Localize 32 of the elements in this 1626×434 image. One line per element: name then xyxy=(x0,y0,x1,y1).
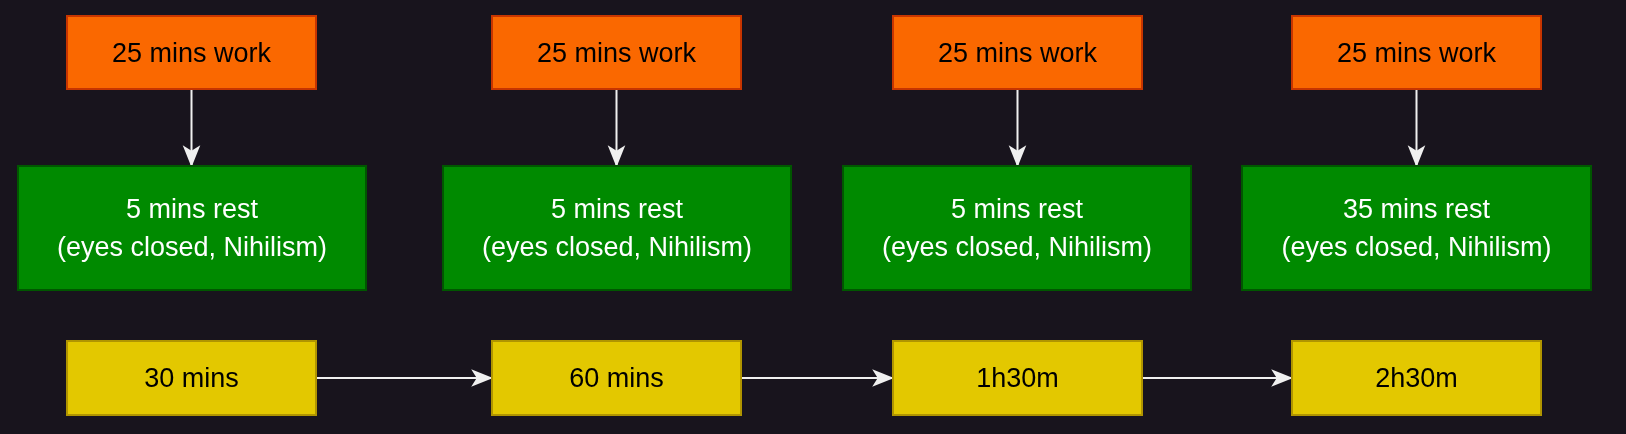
arrow xyxy=(607,89,626,168)
box-text: (eyes closed, Nihilism) xyxy=(1281,231,1552,264)
work-box xyxy=(1291,15,1542,90)
arrow xyxy=(1407,89,1426,168)
box-text: 35 mins rest xyxy=(1342,193,1491,226)
box-text: 25 mins work xyxy=(1336,36,1496,70)
arrow xyxy=(182,89,201,168)
box-text: (eyes closed, Nihilism) xyxy=(481,231,753,264)
rest-box xyxy=(1241,165,1592,291)
box-text: 25 mins work xyxy=(937,36,1097,70)
box-text: 5 mins rest xyxy=(550,193,683,226)
box-text: (eyes closed, Nihilism) xyxy=(56,231,328,264)
box-text: 2h30m xyxy=(1375,362,1458,395)
box-text: (eyes closed, Nihilism) xyxy=(881,231,1153,264)
work-box xyxy=(491,15,742,90)
time-box xyxy=(892,340,1143,416)
rest-box xyxy=(842,165,1192,291)
box-text: 1h30m xyxy=(976,362,1059,395)
box-text: 60 mins xyxy=(569,362,664,395)
box-text: 5 mins rest xyxy=(125,193,258,226)
box-text: 25 mins work xyxy=(536,36,696,70)
time-box xyxy=(491,340,742,416)
time-box xyxy=(1291,340,1542,416)
arrow xyxy=(1008,89,1027,168)
work-box xyxy=(892,15,1143,90)
rest-box xyxy=(17,165,367,291)
time-box xyxy=(66,340,317,416)
box-text: 5 mins rest xyxy=(950,193,1083,226)
rest-box xyxy=(442,165,792,291)
work-box xyxy=(66,15,317,90)
box-text: 25 mins work xyxy=(111,36,271,70)
box-text: 30 mins xyxy=(144,362,239,395)
